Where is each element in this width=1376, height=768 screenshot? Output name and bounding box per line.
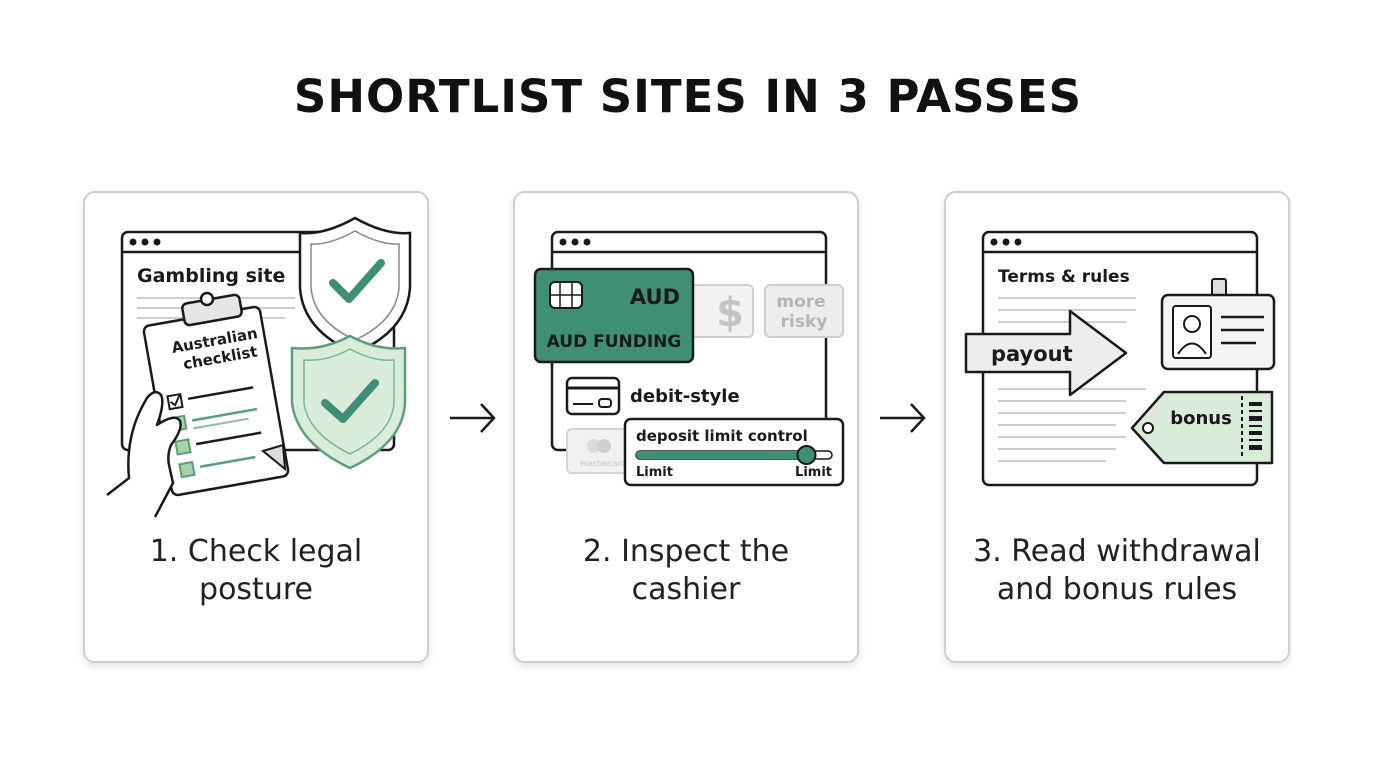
window-label: Gambling site — [137, 265, 285, 287]
bonus-tag-icon — [1130, 390, 1274, 465]
deposit-limit-title: deposit limit control — [636, 427, 808, 445]
payout-arrow-icon — [964, 309, 1128, 397]
card-label: AUD FUNDING — [547, 332, 682, 352]
deposit-limit-control — [623, 417, 845, 487]
more-risky-line1: more — [776, 292, 825, 312]
arrow-right-icon — [450, 403, 496, 433]
debit-card-icon — [565, 376, 621, 416]
card-currency: AUD — [630, 285, 680, 309]
faded-card-label: mastercard — [580, 459, 626, 468]
deposit-limit-slider-knob[interactable] — [796, 445, 817, 465]
hand-icon — [106, 390, 182, 518]
arrow-right-icon — [880, 403, 926, 433]
chip-icon — [549, 281, 583, 309]
step1-illustration: Gambling site — [106, 216, 412, 518]
shield-check-green-icon — [290, 334, 407, 470]
shield-check-icon — [298, 216, 412, 355]
svg-text:$: $ — [716, 290, 744, 336]
clipboard-checklist-icon — [142, 291, 290, 497]
debit-label: debit-style — [630, 386, 740, 407]
payout-label: payout — [991, 342, 1073, 366]
page-title: SHORTLIST SITES IN 3 PASSES — [293, 70, 1083, 123]
step3-illustration: Terms & rules payout bonus — [964, 230, 1276, 487]
step-card-cashier: $ more risky AUD AUD FUNDING debit-s — [513, 191, 859, 663]
card-brand-logo-icon: mastercard — [566, 428, 640, 474]
step-card-rules: Terms & rules payout bonus — [944, 191, 1290, 663]
step-caption: 2. Inspect the cashier — [582, 534, 790, 607]
step-caption: 3. Read withdrawal and bonus rules — [973, 534, 1261, 607]
limit-min-label: Limit — [636, 465, 673, 480]
more-risky-box — [764, 284, 844, 338]
svg-text:more risky: more risky — [776, 292, 831, 332]
aud-funding-card — [533, 267, 695, 364]
bonus-label: bonus — [1170, 408, 1232, 429]
step-card-legal-posture: Gambling site — [83, 191, 429, 663]
limit-max-label: Limit — [795, 465, 832, 480]
step-caption: 1. Check legal posture — [149, 534, 363, 607]
currency-card-icon: $ — [684, 284, 754, 338]
step2-illustration: $ more risky AUD AUD FUNDING debit-s — [533, 230, 845, 487]
window-label: Terms & rules — [998, 267, 1130, 287]
more-risky-line2: risky — [781, 312, 828, 332]
id-badge-icon — [1160, 278, 1276, 371]
